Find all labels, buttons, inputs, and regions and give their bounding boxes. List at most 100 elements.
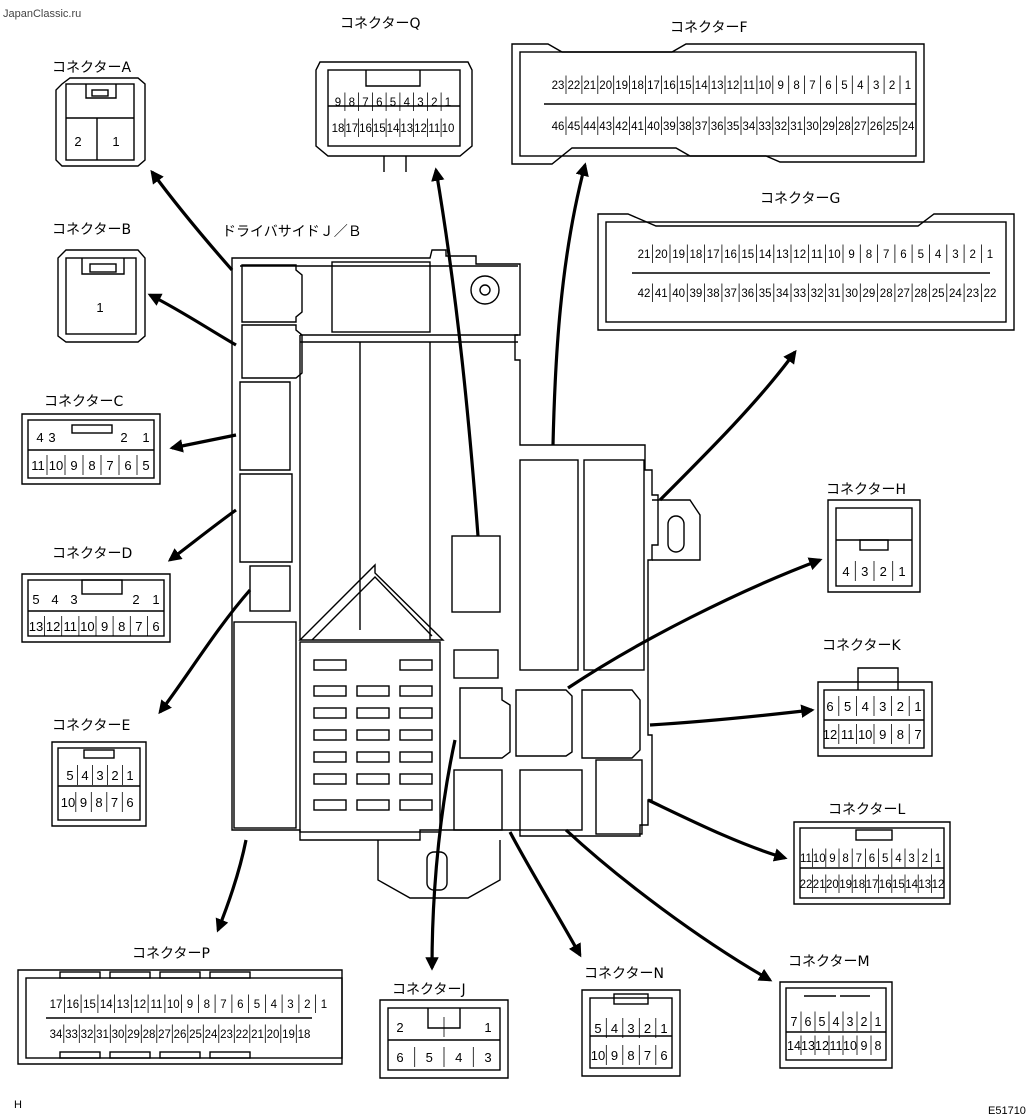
pin-F-31: 31 <box>790 121 803 133</box>
pin-J-5: 5 <box>426 1050 433 1065</box>
pin-D-1: 1 <box>152 592 159 607</box>
pin-F-20: 20 <box>599 80 612 92</box>
arrow-F <box>551 162 589 446</box>
pin-P-4: 4 <box>271 999 278 1011</box>
pin-P-19: 19 <box>282 1029 295 1041</box>
shell-J <box>379 999 509 1079</box>
pin-D-13: 13 <box>29 619 43 634</box>
connector-C-title: コネクターC <box>44 394 123 410</box>
pin-G-10: 10 <box>828 249 841 261</box>
pin-G-9: 9 <box>848 249 854 261</box>
pin-Q-7: 7 <box>362 97 368 109</box>
pin-F-4: 4 <box>857 80 864 92</box>
pin-E-6: 6 <box>126 795 133 810</box>
pin-F-21: 21 <box>583 80 596 92</box>
pin-P-26: 26 <box>174 1029 187 1041</box>
pin-N-7: 7 <box>644 1048 651 1063</box>
pin-G-19: 19 <box>672 249 685 261</box>
pin-F-43: 43 <box>599 121 612 133</box>
pin-C-11: 11 <box>31 458 45 473</box>
pin-F-15: 15 <box>679 80 692 92</box>
connector-F-title: コネクターF <box>670 20 748 36</box>
pin-G-29: 29 <box>863 288 876 300</box>
pin-Q-16: 16 <box>359 123 372 135</box>
pin-C-10: 10 <box>49 458 63 473</box>
pin-L-1: 1 <box>935 853 941 865</box>
pin-F-39: 39 <box>663 121 676 133</box>
pin-G-40: 40 <box>672 288 685 300</box>
pin-G-3: 3 <box>952 249 958 261</box>
pin-Q-4: 4 <box>404 97 411 109</box>
pin-P-23: 23 <box>220 1029 233 1041</box>
pin-G-31: 31 <box>828 288 841 300</box>
pin-F-9: 9 <box>777 80 783 92</box>
arrow-E <box>158 588 252 715</box>
pin-K-9: 9 <box>879 727 886 742</box>
pin-F-10: 10 <box>758 80 771 92</box>
pin-K-7: 7 <box>914 727 921 742</box>
pin-M-9: 9 <box>861 1039 868 1053</box>
pin-G-37: 37 <box>724 288 737 300</box>
pin-L-20: 20 <box>826 879 839 891</box>
pin-F-17: 17 <box>647 80 660 92</box>
pin-C-9: 9 <box>70 458 77 473</box>
pin-L-16: 16 <box>879 879 892 891</box>
pin-N-8: 8 <box>627 1048 634 1063</box>
pin-F-44: 44 <box>583 121 596 133</box>
pin-D-2: 2 <box>132 592 139 607</box>
pin-D-3: 3 <box>70 592 77 607</box>
connector-J-title: コネクターJ <box>392 982 466 998</box>
pin-Q-3: 3 <box>417 97 423 109</box>
pin-Q-15: 15 <box>373 123 386 135</box>
pin-Q-2: 2 <box>431 97 437 109</box>
pin-F-14: 14 <box>695 80 708 92</box>
pin-A-2: 2 <box>74 134 81 149</box>
pin-F-8: 8 <box>793 80 799 92</box>
pin-F-6: 6 <box>825 80 831 92</box>
pin-M-13: 13 <box>801 1039 815 1053</box>
pin-L-21: 21 <box>813 879 826 891</box>
pin-G-33: 33 <box>793 288 806 300</box>
pin-L-8: 8 <box>842 853 848 865</box>
corner-letter: H <box>14 1099 22 1111</box>
pin-F-22: 22 <box>568 80 581 92</box>
pin-P-9: 9 <box>187 999 193 1011</box>
pin-P-10: 10 <box>167 999 180 1011</box>
pin-Q-5: 5 <box>390 97 396 109</box>
pin-K-4: 4 <box>862 699 869 714</box>
pin-P-6: 6 <box>237 999 243 1011</box>
connector-B-title: コネクターB <box>52 222 131 238</box>
pin-D-4: 4 <box>51 592 58 607</box>
pin-G-15: 15 <box>741 249 754 261</box>
pin-G-35: 35 <box>759 288 772 300</box>
pin-F-19: 19 <box>615 80 628 92</box>
connector-M-title: コネクターM <box>788 954 870 970</box>
pin-H-2: 2 <box>880 564 887 579</box>
pin-G-25: 25 <box>932 288 945 300</box>
pin-F-37: 37 <box>695 121 708 133</box>
pin-N-9: 9 <box>611 1048 618 1063</box>
pin-D-11: 11 <box>64 619 78 634</box>
pin-C-5: 5 <box>142 458 149 473</box>
pin-Q-9: 9 <box>335 97 341 109</box>
pin-J-2: 2 <box>396 1020 403 1035</box>
arrow-A <box>150 169 234 272</box>
shell-L <box>793 821 951 905</box>
pin-G-32: 32 <box>811 288 824 300</box>
pin-P-28: 28 <box>143 1029 156 1041</box>
connector-Q-title: コネクターQ <box>340 16 420 32</box>
pin-G-16: 16 <box>724 249 737 261</box>
pin-L-5: 5 <box>882 853 888 865</box>
arrow-D <box>167 508 237 562</box>
arrow-N <box>508 831 582 958</box>
connector-N-title: コネクターN <box>584 966 664 982</box>
